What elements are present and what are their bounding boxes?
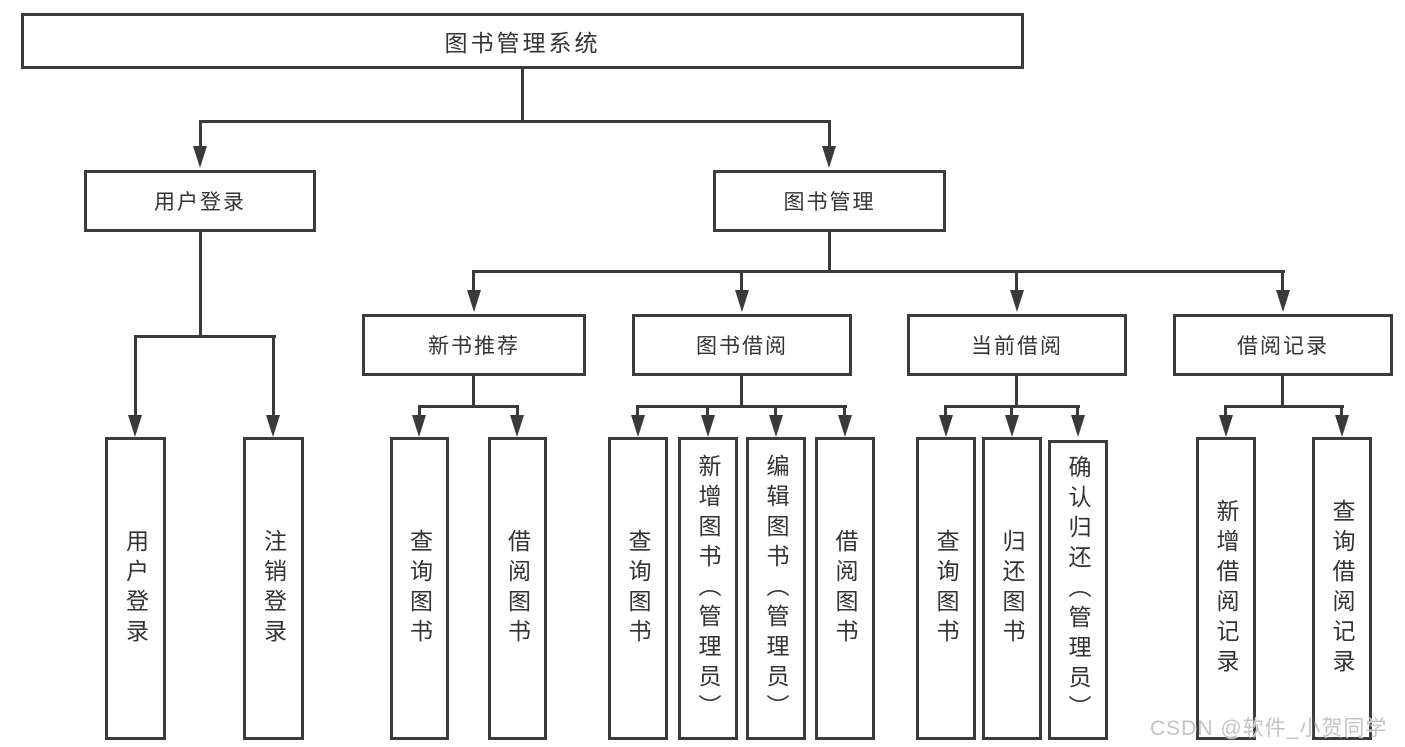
connector-line bbox=[199, 232, 202, 335]
leaf-edit-books-admin: 编辑图书（管理员） bbox=[746, 437, 806, 740]
connector-line bbox=[944, 405, 947, 417]
connector-line bbox=[1015, 376, 1018, 405]
arrow-down-icon bbox=[822, 146, 836, 168]
arrow-down-icon bbox=[1071, 415, 1085, 437]
arrow-down-icon bbox=[510, 415, 524, 437]
node-user-login: 用户登录 bbox=[84, 170, 316, 232]
arrow-down-icon bbox=[631, 415, 645, 437]
node-book-borrowing: 图书借阅 bbox=[632, 314, 852, 376]
arrow-down-icon bbox=[838, 415, 852, 437]
leaf-query-books: 查询图书 bbox=[390, 437, 449, 740]
connector-line bbox=[472, 270, 475, 294]
arrow-down-icon bbox=[1010, 290, 1024, 312]
connector-line bbox=[199, 120, 831, 123]
arrow-down-icon bbox=[939, 415, 953, 437]
connector-line bbox=[1010, 405, 1013, 417]
leaf-add-borrowing-record: 新增借阅记录 bbox=[1196, 437, 1256, 740]
arrow-down-icon bbox=[467, 290, 481, 312]
arrow-down-icon bbox=[769, 415, 783, 437]
node-book-management: 图书管理 bbox=[713, 170, 946, 232]
connector-line bbox=[1281, 376, 1284, 405]
node-new-book-recommendation: 新书推荐 bbox=[362, 314, 586, 376]
leaf-borrow-books: 借阅图书 bbox=[815, 437, 875, 740]
arrow-down-icon bbox=[735, 290, 749, 312]
arrow-down-icon bbox=[128, 415, 142, 437]
connector-line bbox=[1340, 405, 1343, 417]
leaf-logout: 注销登录 bbox=[243, 437, 304, 740]
connector-line bbox=[418, 405, 421, 417]
leaf-confirm-return-admin: 确认归还（管理员） bbox=[1048, 440, 1108, 740]
arrow-down-icon bbox=[1219, 415, 1233, 437]
connector-line bbox=[1281, 270, 1284, 294]
connector-line bbox=[1015, 270, 1018, 294]
connector-line bbox=[1076, 405, 1079, 417]
arrow-down-icon bbox=[701, 415, 715, 437]
arrow-down-icon bbox=[412, 415, 426, 437]
connector-line bbox=[521, 69, 524, 120]
arrow-down-icon bbox=[1335, 415, 1349, 437]
connector-line bbox=[774, 405, 777, 417]
connector-line bbox=[516, 405, 519, 417]
connector-line bbox=[706, 405, 709, 417]
watermark: CSDN @软件_小贺同学 bbox=[1150, 717, 1388, 740]
arrow-down-icon bbox=[266, 415, 280, 437]
connector-line bbox=[199, 120, 202, 148]
connector-line bbox=[740, 270, 743, 294]
node-library-system: 图书管理系统 bbox=[21, 13, 1024, 69]
connector-line bbox=[636, 405, 639, 417]
connector-line bbox=[134, 335, 276, 338]
connector-line bbox=[472, 270, 1285, 273]
leaf-query-books: 查询图书 bbox=[916, 437, 976, 740]
arrow-down-icon bbox=[1005, 415, 1019, 437]
node-current-borrowing: 当前借阅 bbox=[907, 314, 1127, 376]
leaf-query-borrowing-record: 查询借阅记录 bbox=[1312, 437, 1372, 740]
connector-line bbox=[843, 405, 846, 417]
connector-line bbox=[1224, 405, 1344, 408]
leaf-query-books: 查询图书 bbox=[608, 437, 668, 740]
connector-line bbox=[828, 232, 831, 270]
leaf-add-books-admin: 新增图书（管理员） bbox=[678, 437, 738, 740]
connector-line bbox=[1224, 405, 1227, 417]
arrow-down-icon bbox=[193, 146, 207, 168]
leaf-borrow-books: 借阅图书 bbox=[488, 437, 547, 740]
arrow-down-icon bbox=[1276, 290, 1290, 312]
leaf-return-books: 归还图书 bbox=[982, 437, 1042, 740]
connector-line bbox=[472, 376, 475, 405]
connector-line bbox=[272, 335, 275, 417]
leaf-user-login: 用户登录 bbox=[105, 437, 166, 740]
connector-line bbox=[740, 376, 743, 405]
connector-line bbox=[636, 405, 847, 408]
connector-line bbox=[134, 335, 137, 417]
connector-line bbox=[418, 405, 519, 408]
node-borrowing-records: 借阅记录 bbox=[1173, 314, 1393, 376]
connector-line bbox=[828, 120, 831, 148]
